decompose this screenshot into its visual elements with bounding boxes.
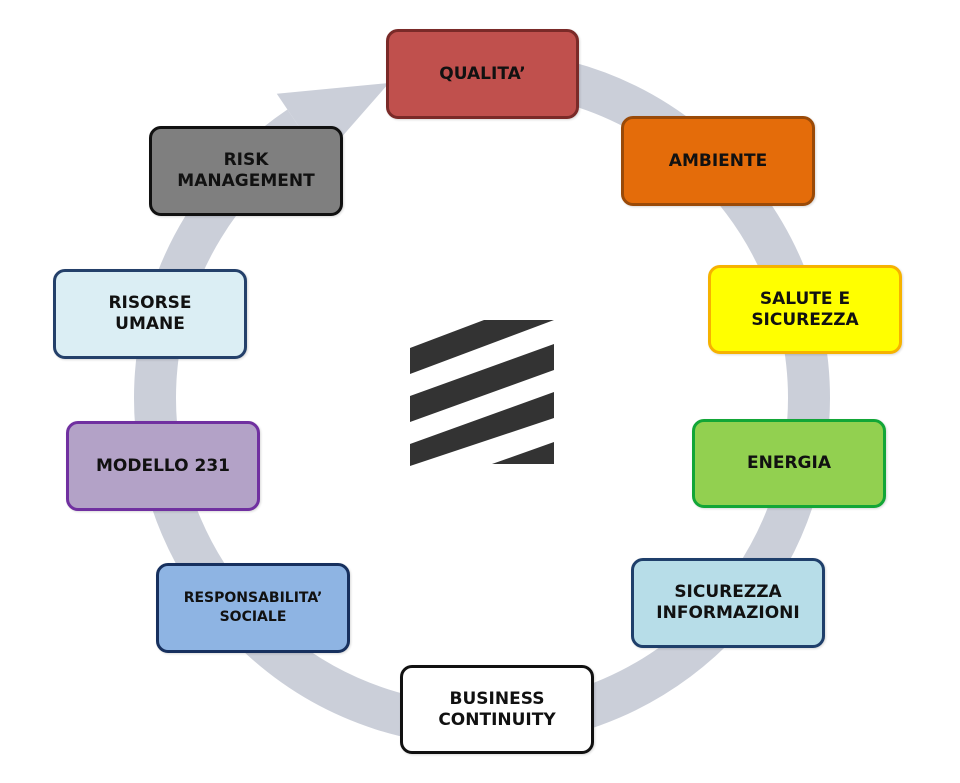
node-label: AMBIENTE: [668, 150, 768, 171]
node-label: ENERGIA: [747, 453, 831, 473]
node-responsabilita-sociale: RESPONSABILITA’ SOCIALE: [156, 563, 350, 653]
logo-stripe-2: [410, 344, 554, 422]
logo-stripe-3: [410, 392, 554, 466]
node-label-line-2: UMANE: [115, 314, 185, 334]
node-label-line-2: MANAGEMENT: [177, 171, 315, 191]
node-label: QUALITA’: [439, 63, 526, 84]
node-ambiente: AMBIENTE: [621, 116, 815, 206]
node-label-line-1: RESPONSABILITA’: [183, 590, 323, 606]
cycle-arrow-head-icon: [276, 83, 389, 161]
node-label-line-1: BUSINESS: [449, 688, 545, 709]
node-label-line-1: SICUREZZA: [674, 582, 782, 602]
node-label-line-1: RISK: [223, 150, 269, 170]
node-label-line-1: SALUTE E: [759, 288, 851, 309]
node-label-line-2: SOCIALE: [219, 609, 287, 625]
node-label-line-2: CONTINUITY: [438, 709, 556, 730]
node-label-line-2: INFORMAZIONI: [656, 603, 800, 623]
node-energia: ENERGIA: [692, 419, 886, 508]
node-label: MODELLO 231: [95, 455, 230, 476]
striped-square-logo-icon: [410, 320, 554, 466]
node-qualita: QUALITA’: [386, 29, 579, 119]
node-label-line-2: SICUREZZA: [751, 309, 859, 330]
node-modello-231: MODELLO 231: [66, 421, 260, 511]
logo-stripe-1: [410, 320, 554, 374]
node-label-line-1: RISORSE: [108, 293, 192, 313]
logo-stripe-4: [492, 442, 554, 464]
